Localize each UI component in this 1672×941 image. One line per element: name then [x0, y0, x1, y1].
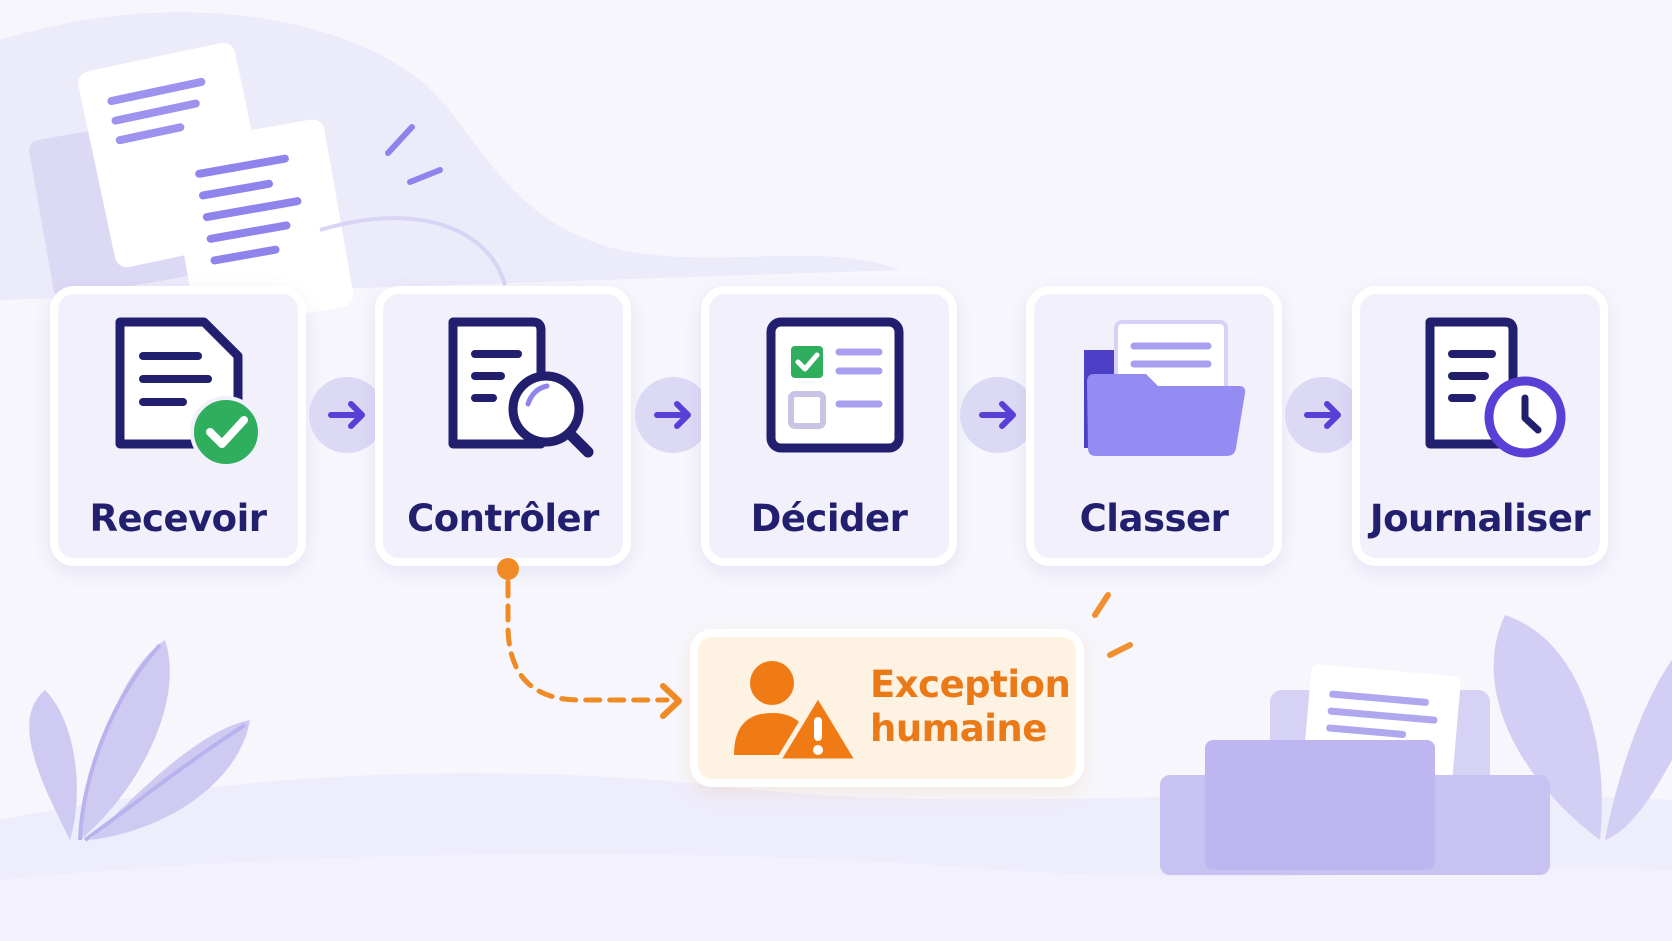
step-recevoir: Recevoir	[50, 286, 306, 566]
flow-arrow	[960, 377, 1036, 453]
flow-arrow	[635, 377, 711, 453]
exception-label-line1: Exception	[870, 663, 1071, 706]
person-warning-icon	[734, 661, 861, 764]
step-journaliser: Journaliser	[1352, 286, 1608, 566]
arrow-right-icon	[654, 401, 691, 429]
plant-right-illustration	[1493, 615, 1672, 840]
step-label: Contrôler	[407, 497, 599, 540]
exception-label-line2: humaine	[870, 707, 1047, 750]
document-search-icon	[448, 317, 594, 458]
arrow-right-icon	[979, 401, 1016, 429]
document-clock-icon	[1425, 317, 1566, 458]
step-label: Décider	[750, 497, 908, 540]
folder-icon	[1084, 320, 1246, 456]
exception-box: Exception humaine	[690, 629, 1084, 787]
step-label: Recevoir	[89, 497, 267, 540]
checklist-icon	[766, 317, 904, 453]
step-classer: Classer	[1026, 286, 1282, 566]
step-label: Classer	[1079, 497, 1229, 540]
document-check-icon	[115, 317, 262, 468]
paper-stack-illustration	[29, 42, 507, 331]
filing-tray-illustration	[1092, 592, 1550, 875]
step-label: Journaliser	[1369, 497, 1591, 540]
step-controler: Contrôler	[375, 286, 631, 566]
exception-label: Exception humaine	[870, 663, 1071, 751]
arrow-right-icon	[328, 401, 365, 429]
arrow-right-icon	[1304, 401, 1341, 429]
flow-arrow	[309, 377, 385, 453]
flow-arrow	[1285, 377, 1361, 453]
step-decider: Décider	[701, 286, 957, 566]
